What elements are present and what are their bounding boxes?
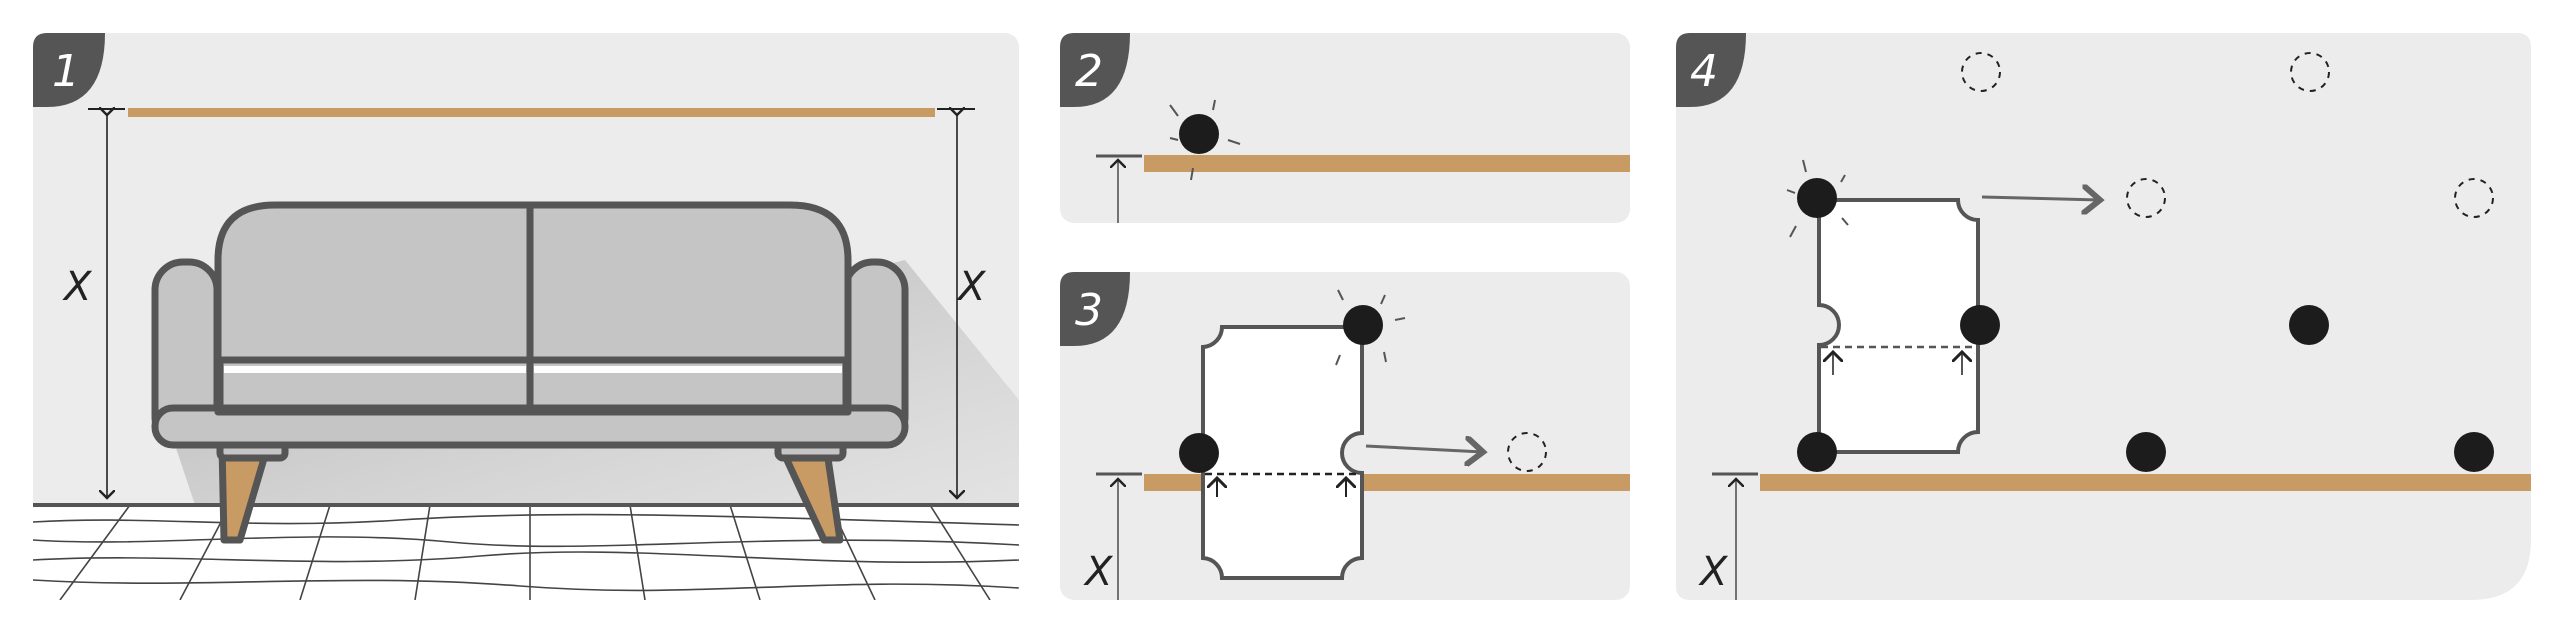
pin-marker-active — [1343, 305, 1383, 345]
target-positions — [1961, 52, 2494, 218]
target-position — [2126, 178, 2166, 218]
dimension-label-right: X — [956, 264, 987, 310]
panel-3: X 3 — [1060, 272, 1630, 600]
badge — [1676, 33, 1746, 107]
pin-marker-active — [1797, 178, 1837, 218]
dimension-label-left: X — [62, 264, 93, 310]
dimension-label: X — [1698, 549, 1729, 595]
pin-marker — [2126, 432, 2166, 472]
shelf — [128, 108, 935, 117]
dimension-label: X — [1083, 549, 1114, 595]
panel-number: 2 — [1075, 46, 1103, 97]
badge — [33, 33, 105, 107]
target-position — [1507, 432, 1547, 472]
pin-marker — [1960, 305, 2000, 345]
pin-marker — [2289, 305, 2329, 345]
shelf — [1144, 155, 1630, 172]
badge — [1060, 272, 1130, 346]
target-position — [2290, 52, 2330, 92]
sofa-illustration — [151, 201, 909, 544]
target-position — [1961, 52, 2001, 92]
sparkle-icon — [1786, 159, 1849, 238]
panel-number: 1 — [52, 46, 80, 97]
pin-marker — [1797, 432, 1837, 472]
paper-template — [1817, 198, 1980, 454]
move-arrow — [1365, 446, 1483, 452]
move-arrow — [1981, 197, 2100, 200]
panel-number: 3 — [1075, 285, 1103, 336]
pin-marker — [1179, 114, 1219, 154]
sparkle-icon — [1169, 99, 1241, 181]
sparkle-icon — [1335, 289, 1406, 366]
panel-4: X 4 — [1676, 33, 2531, 600]
target-position — [2454, 178, 2494, 218]
pin-markers — [1797, 305, 2494, 472]
panel-2: 2 — [1060, 33, 1630, 223]
paper-template — [1201, 325, 1364, 580]
badge — [1060, 33, 1130, 107]
pin-marker — [1179, 433, 1219, 473]
pin-marker — [2454, 432, 2494, 472]
shelf — [1760, 474, 2531, 491]
panel-1: X X 1 — [33, 33, 1019, 600]
panel-number: 4 — [1690, 46, 1718, 97]
